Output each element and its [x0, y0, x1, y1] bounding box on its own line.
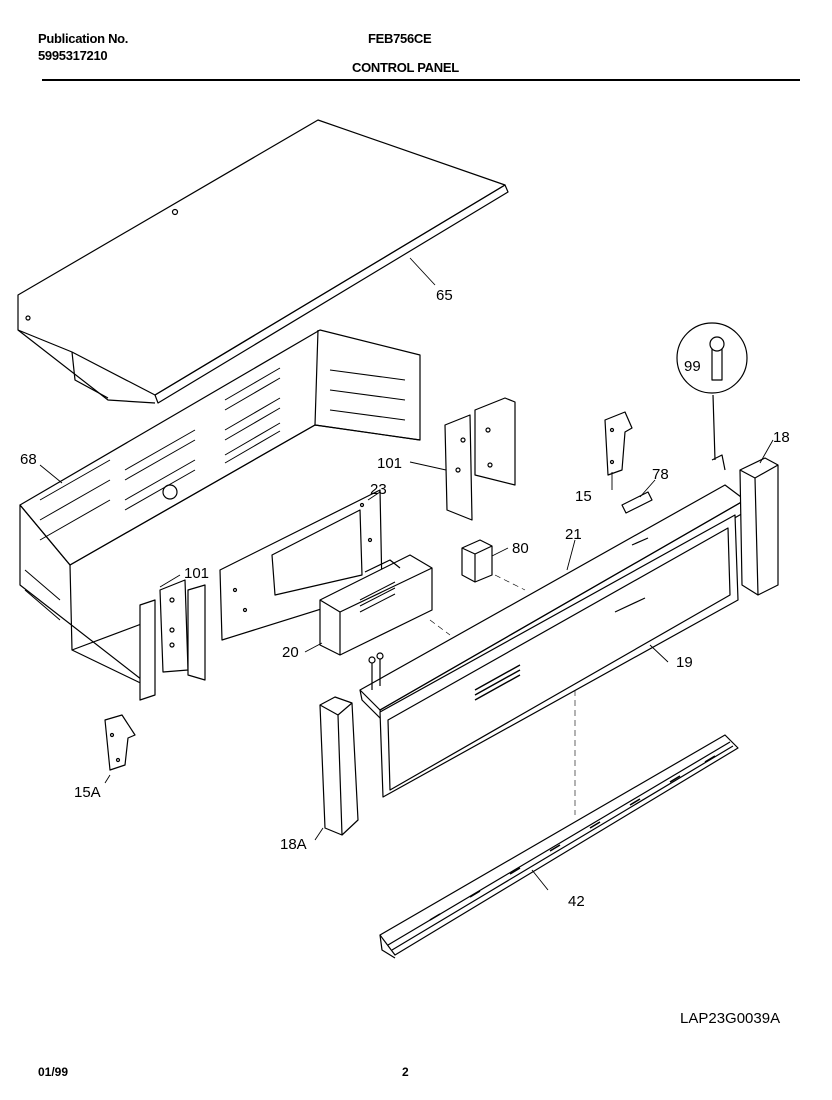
part-101-bracket-left — [139, 579, 206, 701]
part-65-top-cover — [17, 119, 509, 404]
callout-65: 65 — [436, 287, 453, 304]
publication-number: 5995317210 — [38, 48, 108, 63]
footer-date: 01/99 — [38, 1065, 69, 1079]
part-42-vent-grille — [379, 734, 739, 959]
part-80-relay — [461, 539, 493, 583]
part-78-clip — [621, 491, 653, 546]
part-18-end-cap — [739, 457, 779, 596]
callout-23: 23 — [370, 481, 387, 498]
drawing-code: LAP23G0039A — [680, 1010, 781, 1027]
callout-20: 20 — [282, 644, 299, 661]
part-19-glass-panel — [379, 514, 739, 798]
part-20-electronic-control — [319, 554, 433, 656]
section-title: CONTROL PANEL — [352, 60, 459, 75]
part-101-bracket-right — [444, 397, 516, 521]
callout-68: 68 — [20, 451, 37, 468]
callout-42: 42 — [568, 893, 585, 910]
leader-lines — [39, 257, 774, 891]
callout-18A: 18A — [280, 836, 307, 853]
callout-78: 78 — [652, 466, 669, 483]
screws-left — [368, 652, 384, 690]
publication-label: Publication No. — [38, 31, 129, 46]
callout-101-right: 101 — [377, 455, 402, 472]
part-68-housing — [19, 329, 421, 691]
callout-101-left: 101 — [184, 565, 209, 582]
model-number: FEB756CE — [368, 31, 432, 46]
callout-19: 19 — [676, 654, 693, 671]
callout-80: 80 — [512, 540, 529, 557]
part-99-screw — [676, 322, 748, 471]
header-rule — [42, 79, 800, 81]
callout-99: 99 — [684, 358, 701, 375]
part-18A-end-cap — [319, 696, 359, 836]
callout-15: 15 — [575, 488, 592, 505]
alignment-lines — [429, 574, 576, 815]
footer-page-number: 2 — [402, 1065, 409, 1079]
callout-21: 21 — [565, 526, 582, 543]
part-15-bracket — [604, 411, 633, 476]
callout-15A: 15A — [74, 784, 101, 801]
part-15A-bracket — [104, 714, 136, 771]
callout-18: 18 — [773, 429, 790, 446]
